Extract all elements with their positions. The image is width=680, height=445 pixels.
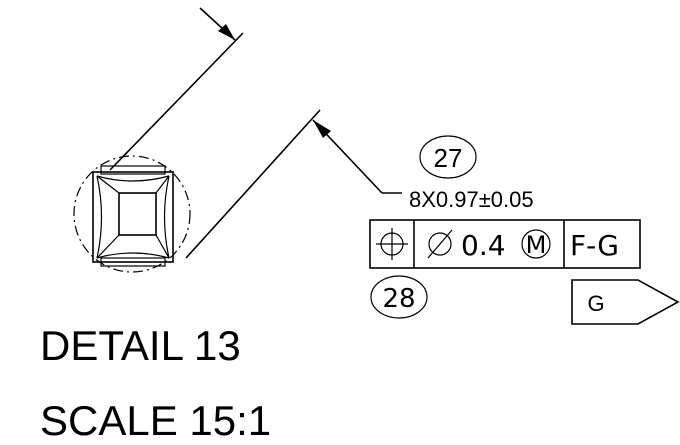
balloon-28: 28 <box>370 275 428 319</box>
mmc-modifier: M <box>521 229 551 259</box>
outer-square <box>92 171 174 263</box>
extension-line-upper <box>109 32 244 171</box>
bevel-arc-right <box>163 175 170 259</box>
detail-scale: SCALE 15:1 <box>40 397 271 444</box>
bevel-arc-left <box>96 175 103 259</box>
position-symbol-icon <box>376 228 408 260</box>
detail-view <box>73 155 191 273</box>
arrowhead-upper <box>218 24 235 40</box>
balloon-27-label: 27 <box>434 143 463 173</box>
fcf-tolerance: 0.4 <box>461 229 506 262</box>
diameter-symbol-icon <box>427 229 453 259</box>
bevel-top-left <box>96 175 120 194</box>
dimension-text: 8X0.97±0.05 <box>409 187 534 212</box>
bevel-bottom-left <box>96 234 120 259</box>
detail-title: DETAIL 13 <box>40 322 241 369</box>
top-tab <box>100 165 166 175</box>
bevel-top-right <box>155 175 170 194</box>
mmc-modifier-letter: M <box>526 231 547 259</box>
bevel-arc-top <box>96 175 170 182</box>
detail-boundary-circle <box>73 155 191 273</box>
fcf-datum: F-G <box>570 229 619 262</box>
dimension-extension-lines <box>109 7 402 259</box>
datum-flag-label: G <box>587 291 604 316</box>
bevel-bottom-right <box>155 234 170 259</box>
feature-control-frame: 0.4 M F-G <box>369 219 641 269</box>
fcf-border <box>369 219 641 269</box>
datum-flag-shape <box>571 279 680 325</box>
balloon-27: 27 <box>419 135 477 179</box>
arrowhead-lower <box>313 120 331 138</box>
datum-flag: G <box>571 279 680 325</box>
inner-square <box>118 192 157 236</box>
extension-line-lower <box>185 109 321 259</box>
bevel-arc-bottom <box>96 252 170 259</box>
balloon-28-label: 28 <box>382 284 415 314</box>
bottom-tab <box>100 257 166 267</box>
